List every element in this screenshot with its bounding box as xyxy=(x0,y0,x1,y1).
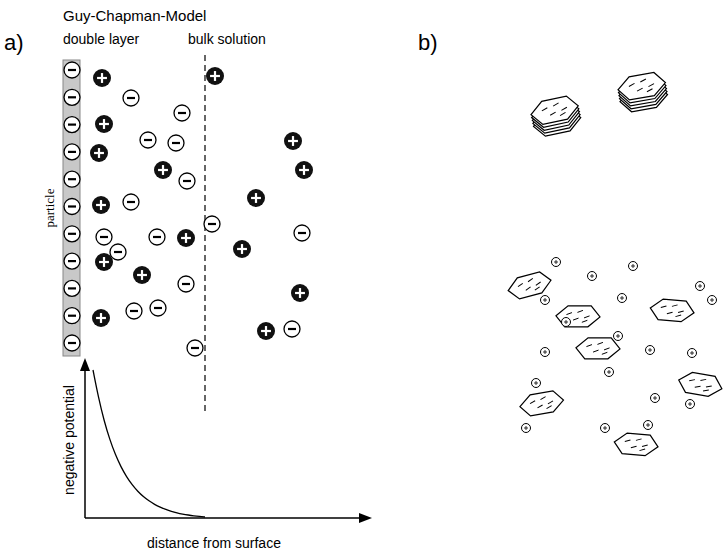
anion-symbol xyxy=(126,303,142,319)
counter-ion xyxy=(688,349,697,358)
counter-ion xyxy=(552,258,561,267)
region-label: bulk solution xyxy=(188,32,266,47)
potential-graph xyxy=(80,358,372,523)
anion-symbol xyxy=(64,308,80,324)
anion-symbol xyxy=(149,229,165,245)
clay-platelet xyxy=(576,338,620,359)
anion-symbol xyxy=(294,225,310,241)
counter-ion xyxy=(646,346,655,355)
counter-ion xyxy=(644,421,653,430)
anion-symbol xyxy=(64,89,80,105)
cation-symbol xyxy=(177,229,195,247)
counter-ion xyxy=(562,318,571,327)
clay-platelet xyxy=(518,389,565,417)
anion-symbol xyxy=(204,216,220,232)
anion-symbol xyxy=(123,90,139,106)
cation-symbol xyxy=(90,144,108,162)
counter-ion xyxy=(629,262,638,271)
anion-symbol xyxy=(64,144,80,160)
panel-letter: a) xyxy=(4,31,24,55)
counter-ion xyxy=(601,424,610,433)
counter-ion xyxy=(651,394,660,403)
anion-symbol xyxy=(64,117,80,133)
counter-ion xyxy=(532,379,541,388)
anion-symbol xyxy=(284,321,300,337)
clay-platelet xyxy=(677,370,724,398)
anion-symbol xyxy=(64,280,80,296)
boundary-line xyxy=(204,55,205,412)
counter-ion xyxy=(541,348,550,357)
cation-symbol xyxy=(233,240,251,258)
cation-symbol xyxy=(133,266,151,284)
part-label: particle xyxy=(43,189,57,228)
counter-ion xyxy=(686,400,695,409)
anion-symbol xyxy=(168,135,184,151)
anion-symbol xyxy=(64,226,80,242)
cation-symbol xyxy=(154,161,172,179)
cation-symbol xyxy=(247,189,265,207)
anion-symbol xyxy=(179,173,195,189)
cation-symbol xyxy=(93,69,111,87)
anion-symbol xyxy=(64,253,80,269)
counter-ion xyxy=(541,296,550,305)
anion-symbol xyxy=(64,335,80,351)
anion-symbol xyxy=(64,199,80,215)
counter-ion xyxy=(708,296,717,305)
cation-symbol xyxy=(257,322,275,340)
anion-symbol xyxy=(96,229,112,245)
counter-ion xyxy=(618,294,627,303)
cation-symbol xyxy=(95,253,113,271)
potential-curve xyxy=(93,370,205,517)
platelet-stack xyxy=(616,71,669,114)
panel-letter: b) xyxy=(418,31,438,55)
diagram-title: Guy-Chapman-Model xyxy=(63,8,206,25)
clay-platelet xyxy=(613,432,659,457)
particle-surface xyxy=(63,60,80,356)
counter-ion xyxy=(614,332,623,341)
clay-platelet xyxy=(556,306,600,327)
cation-symbol xyxy=(295,161,313,179)
axis-label: negative potential xyxy=(62,385,77,495)
anion-symbol xyxy=(123,194,139,210)
anion-symbol xyxy=(64,62,80,78)
cation-symbol xyxy=(291,284,309,302)
counter-ion xyxy=(588,272,597,281)
anion-symbol xyxy=(187,340,203,356)
counter-ion xyxy=(605,368,614,377)
axis-label: distance from surface xyxy=(147,536,281,551)
counter-ion xyxy=(696,282,705,291)
cation-symbol xyxy=(95,115,113,133)
cation-symbol xyxy=(206,67,224,85)
cation-symbol xyxy=(92,196,110,214)
anion-symbol xyxy=(178,276,194,292)
anion-symbol xyxy=(174,105,190,121)
anion-symbol xyxy=(150,300,166,316)
anion-symbol xyxy=(140,132,156,148)
region-label: double layer xyxy=(63,32,139,47)
counter-ion xyxy=(522,424,531,433)
platelet-stack xyxy=(529,94,583,138)
anion-symbol xyxy=(110,244,126,260)
clay-platelet xyxy=(649,298,695,323)
anion-symbol xyxy=(64,171,80,187)
cation-symbol xyxy=(92,309,110,327)
cation-symbol xyxy=(284,132,302,150)
